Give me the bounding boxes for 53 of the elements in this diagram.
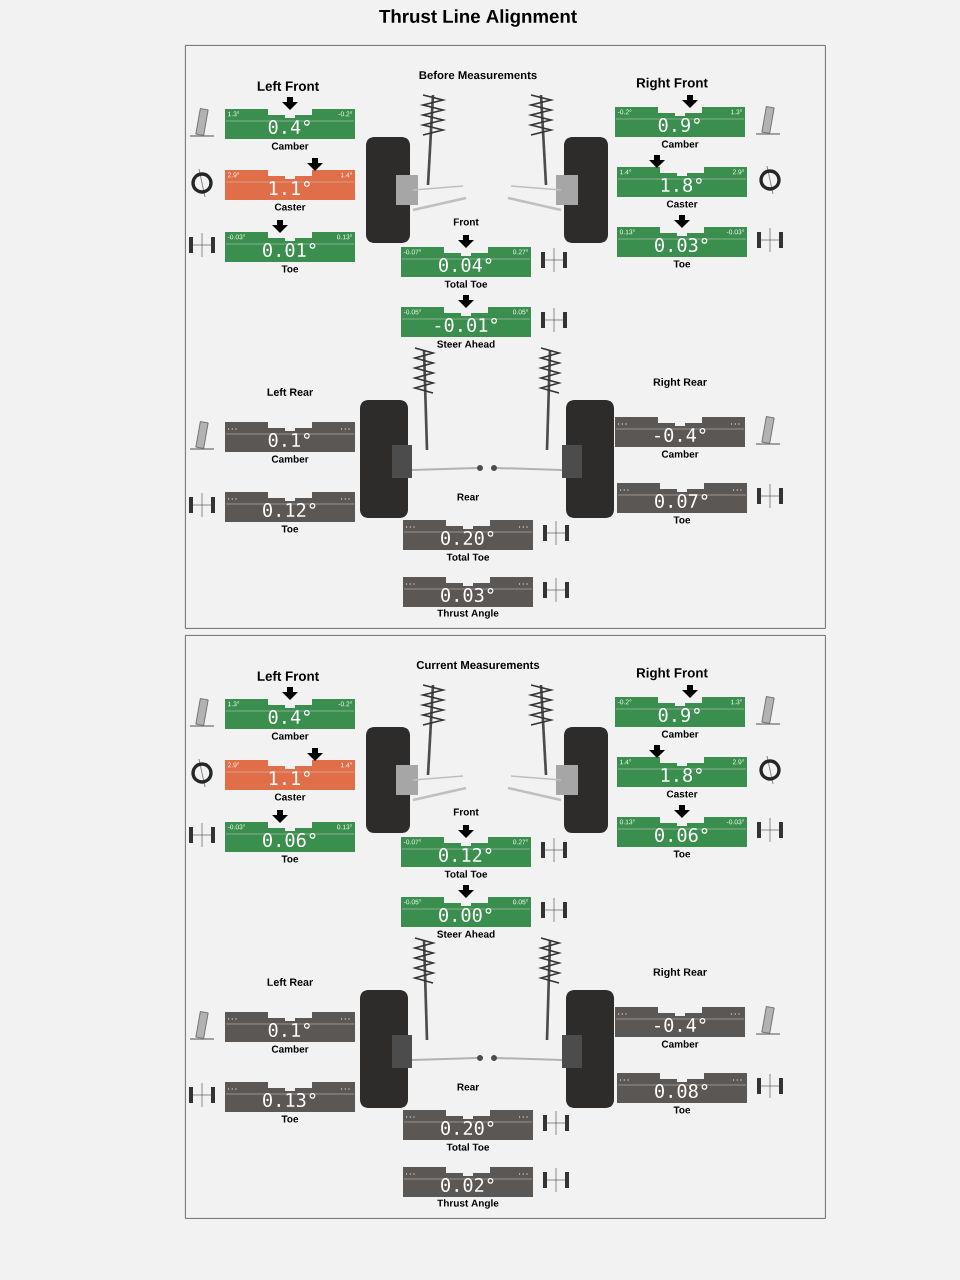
gauge: 0.1° bbox=[225, 422, 355, 452]
section-label: Right Rear bbox=[653, 968, 707, 978]
section-label: Left Front bbox=[257, 81, 319, 91]
gauge-label: Steer Ahead bbox=[437, 340, 495, 348]
gauge: 0.20° bbox=[403, 1110, 533, 1140]
gauge: 0.02° bbox=[403, 1167, 533, 1197]
gauge-label: Camber bbox=[271, 732, 309, 740]
gauge-label: Toe bbox=[281, 1115, 299, 1123]
gauge-label: Camber bbox=[661, 450, 699, 458]
gauge-label: Total Toe bbox=[444, 870, 488, 878]
section-label: Rear bbox=[457, 1083, 479, 1091]
gauge-label: Thrust Angle bbox=[437, 609, 499, 619]
section-label: Right Front bbox=[637, 77, 708, 91]
gauge: 0.12° bbox=[225, 492, 355, 522]
gauge: 0.08° bbox=[617, 1073, 747, 1103]
gauge-label: Camber bbox=[271, 142, 309, 150]
gauge-label: Toe bbox=[281, 265, 299, 273]
gauge: -0.4° bbox=[615, 1007, 745, 1037]
gauge-label: Toe bbox=[673, 516, 691, 524]
gauge-label: Toe bbox=[673, 260, 691, 268]
gauge-label: Camber bbox=[661, 140, 699, 148]
gauge-label: Total Toe bbox=[444, 280, 488, 288]
section-label: Left Rear bbox=[267, 388, 313, 396]
gauge-label: Toe bbox=[673, 1106, 691, 1114]
gauge-label: Total Toe bbox=[446, 1143, 490, 1151]
section-label: Left Rear bbox=[267, 978, 313, 986]
gauge-label: Camber bbox=[271, 455, 309, 463]
gauge: 0.03° bbox=[403, 577, 533, 607]
gauge-label: Camber bbox=[271, 1045, 309, 1053]
gauge: -0.4° bbox=[615, 417, 745, 447]
gauge-label: Steer Ahead bbox=[437, 930, 495, 938]
section-label: Right Rear bbox=[653, 378, 707, 388]
gauge-label: Toe bbox=[281, 855, 299, 863]
gauge: 0.20° bbox=[403, 520, 533, 550]
gauge-label: Thrust Angle bbox=[437, 1199, 499, 1209]
gauge-label: Caster bbox=[666, 790, 698, 798]
gauge-label: Toe bbox=[673, 850, 691, 858]
gauge-label: Camber bbox=[661, 1040, 699, 1048]
gauge-label: Toe bbox=[281, 525, 299, 533]
gauge-label: Caster bbox=[666, 200, 698, 208]
section-label: Right Front bbox=[637, 667, 708, 681]
gauge: 0.07° bbox=[617, 483, 747, 513]
gauge-label: Caster bbox=[274, 793, 306, 801]
gauge: 0.1° bbox=[225, 1012, 355, 1042]
title: Thrust Line Alignment bbox=[379, 9, 577, 27]
section-label: Left Front bbox=[257, 671, 319, 681]
section-label: Rear bbox=[457, 493, 479, 501]
gauge-label: Total Toe bbox=[446, 553, 490, 561]
gauge-label: Camber bbox=[661, 730, 699, 738]
section-label: Front bbox=[453, 808, 479, 816]
gauge: 0.13° bbox=[225, 1082, 355, 1112]
gauge-label: Caster bbox=[274, 203, 306, 211]
section-label: Front bbox=[453, 218, 479, 226]
